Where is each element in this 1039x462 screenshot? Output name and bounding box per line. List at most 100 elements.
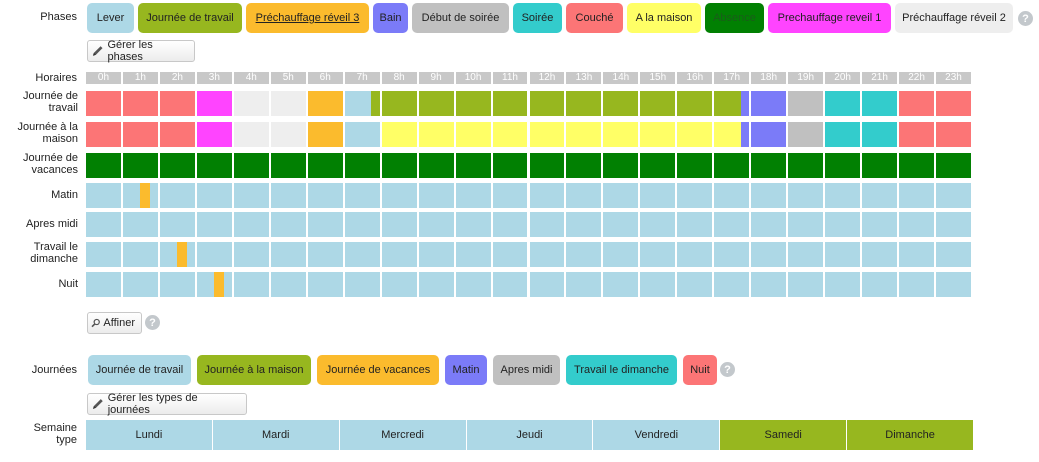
help-icon[interactable]: ? [1018, 11, 1033, 26]
schedule-cell[interactable] [640, 242, 676, 267]
schedule-cell[interactable] [566, 242, 602, 267]
schedule-cell[interactable] [862, 91, 898, 116]
manage-phases-button[interactable]: Gérer les phases [87, 39, 195, 63]
schedule-cell[interactable] [233, 122, 269, 147]
phase-chip-absence[interactable]: Absence [705, 3, 764, 33]
schedule-cell[interactable] [307, 272, 343, 297]
schedule-cell[interactable] [788, 242, 824, 267]
week-day-samedi[interactable]: Samedi [720, 420, 847, 450]
schedule-cell[interactable] [936, 212, 971, 237]
schedule-cell[interactable] [899, 272, 935, 297]
schedule-cell[interactable] [899, 183, 935, 208]
schedule-cell[interactable] [214, 272, 224, 297]
schedule-cell[interactable] [714, 242, 750, 267]
schedule-cell[interactable] [751, 242, 787, 267]
schedule-cell[interactable] [566, 153, 602, 178]
schedule-cell[interactable] [751, 272, 787, 297]
schedule-cell[interactable] [159, 91, 195, 116]
schedule-cell[interactable] [529, 91, 565, 116]
schedule-cell[interactable] [862, 122, 898, 147]
schedule-cell[interactable] [186, 242, 195, 267]
schedule-cell[interactable] [751, 91, 787, 116]
schedule-cell[interactable] [86, 153, 121, 178]
schedule-cell[interactable] [677, 153, 713, 178]
schedule-cell[interactable] [159, 153, 195, 178]
schedule-cell[interactable] [381, 122, 417, 147]
schedule-cell[interactable] [122, 183, 141, 208]
phase-chip-prechauffage-reveil-3[interactable]: Préchauffage réveil 3 [246, 3, 369, 33]
week-day-mercredi[interactable]: Mercredi [339, 420, 466, 450]
schedule-cell[interactable] [788, 212, 824, 237]
schedule-cell[interactable] [825, 212, 861, 237]
schedule-cell[interactable] [381, 212, 417, 237]
schedule-cell[interactable] [270, 183, 306, 208]
schedule-cell[interactable] [307, 153, 343, 178]
week-day-jeudi[interactable]: Jeudi [466, 420, 593, 450]
phase-chip-debut-de-soiree[interactable]: Début de soirée [412, 3, 509, 33]
schedule-cell[interactable] [270, 212, 306, 237]
schedule-cell[interactable] [270, 242, 306, 267]
schedule-cell[interactable] [825, 272, 861, 297]
schedule-cell[interactable] [418, 242, 454, 267]
day-type-chip-apres-midi[interactable]: Apres midi [493, 355, 560, 385]
schedule-cell[interactable] [862, 153, 898, 178]
schedule-cell[interactable] [714, 183, 750, 208]
schedule-cell[interactable] [381, 272, 417, 297]
schedule-cell[interactable] [603, 183, 639, 208]
schedule-cell[interactable] [677, 242, 713, 267]
schedule-cell[interactable] [492, 91, 528, 116]
schedule-cell[interactable] [344, 212, 380, 237]
week-day-lundi[interactable]: Lundi [86, 420, 212, 450]
phase-chip-bain[interactable]: Bain [373, 3, 408, 33]
schedule-cell[interactable] [381, 183, 417, 208]
schedule-cell[interactable] [307, 183, 343, 208]
schedule-cell[interactable] [233, 242, 269, 267]
schedule-cell[interactable] [677, 91, 713, 116]
schedule-cell[interactable] [899, 242, 935, 267]
help-icon[interactable]: ? [720, 362, 735, 377]
schedule-cell[interactable] [418, 153, 454, 178]
refine-button[interactable]: Affiner [87, 312, 142, 334]
day-type-chip-journee-de-vacances[interactable]: Journée de vacances [317, 355, 439, 385]
schedule-cell[interactable] [159, 183, 195, 208]
schedule-cell[interactable] [196, 272, 215, 297]
schedule-cell[interactable] [825, 183, 861, 208]
day-type-chip-nuit[interactable]: Nuit [683, 355, 717, 385]
schedule-cell[interactable] [86, 91, 121, 116]
schedule-cell[interactable] [122, 272, 158, 297]
schedule-cell[interactable] [344, 153, 380, 178]
schedule-cell[interactable] [122, 212, 158, 237]
schedule-cell[interactable] [86, 212, 121, 237]
schedule-cell[interactable] [640, 153, 676, 178]
schedule-cell[interactable] [862, 242, 898, 267]
schedule-cell[interactable] [455, 153, 491, 178]
schedule-cell[interactable] [492, 272, 528, 297]
schedule-cell[interactable] [862, 183, 898, 208]
phase-chip-prechauffage-reveil-1[interactable]: Prechauffage reveil 1 [768, 3, 891, 33]
schedule-cell[interactable] [751, 122, 787, 147]
schedule-cell[interactable] [529, 122, 565, 147]
schedule-cell[interactable] [788, 91, 824, 116]
schedule-cell[interactable] [307, 91, 343, 116]
schedule-cell[interactable] [936, 122, 971, 147]
schedule-cell[interactable] [455, 242, 491, 267]
schedule-cell[interactable] [825, 153, 861, 178]
schedule-cell[interactable] [640, 212, 676, 237]
schedule-cell[interactable] [455, 212, 491, 237]
schedule-cell[interactable] [741, 91, 750, 116]
day-type-chip-travail-le-dimanche[interactable]: Travail le dimanche [566, 355, 677, 385]
schedule-cell[interactable] [307, 242, 343, 267]
schedule-cell[interactable] [529, 272, 565, 297]
schedule-cell[interactable] [270, 122, 306, 147]
schedule-cell[interactable] [418, 122, 454, 147]
schedule-cell[interactable] [603, 91, 639, 116]
schedule-cell[interactable] [223, 272, 232, 297]
schedule-cell[interactable] [177, 242, 187, 267]
schedule-cell[interactable] [86, 183, 121, 208]
schedule-cell[interactable] [344, 91, 372, 116]
schedule-cell[interactable] [899, 91, 935, 116]
schedule-cell[interactable] [751, 153, 787, 178]
schedule-cell[interactable] [233, 91, 269, 116]
schedule-cell[interactable] [936, 183, 971, 208]
schedule-cell[interactable] [149, 183, 158, 208]
